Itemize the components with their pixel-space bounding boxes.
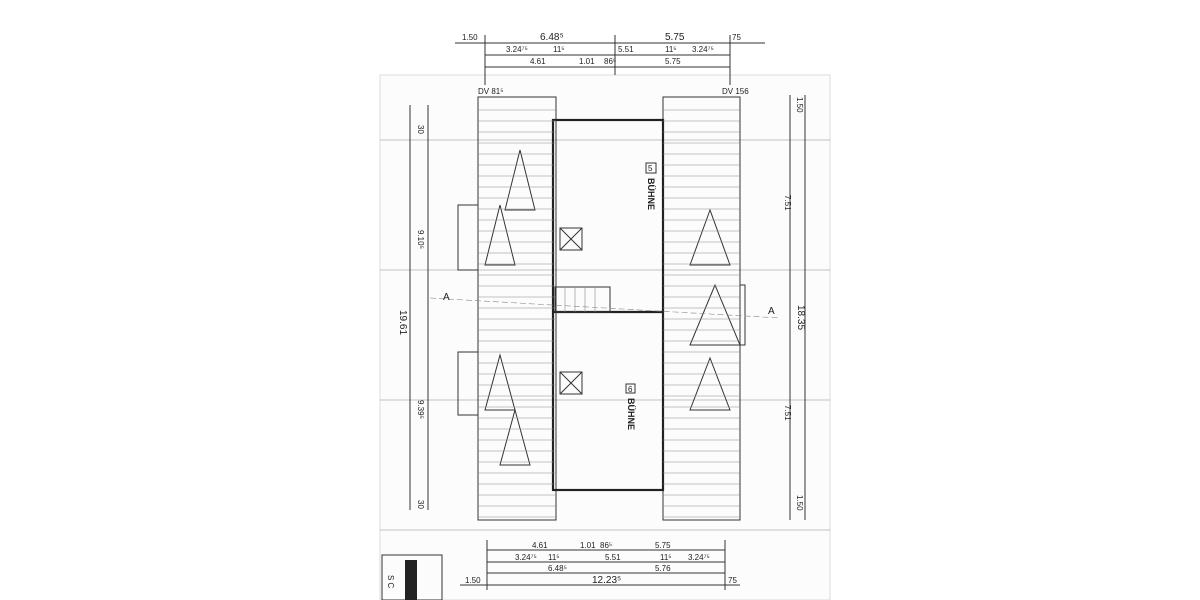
- central-core: 5 BÜHNE 6 BÜHNE: [551, 118, 665, 492]
- left-dimensions: 19.61 9.10⁵ 9.39⁵ 30 30: [397, 105, 429, 510]
- svg-text:1.01: 1.01: [580, 541, 596, 550]
- svg-text:1.50: 1.50: [795, 495, 804, 511]
- svg-text:75: 75: [732, 33, 741, 42]
- svg-text:3.24⁷⁵: 3.24⁷⁵: [506, 45, 528, 54]
- svg-text:86⁵: 86⁵: [604, 57, 616, 66]
- svg-text:86⁵: 86⁵: [600, 541, 612, 550]
- svg-text:5.75: 5.75: [665, 57, 681, 66]
- svg-text:3.24⁷⁵: 3.24⁷⁵: [692, 45, 714, 54]
- skylight-upper: [559, 227, 583, 251]
- skylight-lower: [559, 371, 583, 395]
- svg-text:9.39⁵: 9.39⁵: [416, 400, 425, 419]
- svg-text:A: A: [443, 292, 450, 303]
- svg-text:S C: S C: [386, 575, 395, 589]
- svg-text:11⁵: 11⁵: [665, 45, 677, 54]
- svg-text:5.76: 5.76: [655, 564, 671, 573]
- svg-text:30: 30: [416, 500, 425, 509]
- room-6-number: 6: [628, 385, 633, 394]
- svg-text:1.50: 1.50: [795, 97, 804, 113]
- svg-text:5.51: 5.51: [618, 45, 634, 54]
- svg-text:18.35: 18.35: [795, 305, 806, 330]
- svg-text:11⁵: 11⁵: [548, 553, 560, 562]
- top-dimensions: 1.50 6.48⁵ 5.75 75 3.24⁷⁵ 11⁵ 5.51 11⁵ 3…: [455, 32, 765, 85]
- svg-text:5.75: 5.75: [665, 32, 685, 43]
- svg-text:7.51: 7.51: [783, 405, 792, 421]
- svg-text:1.50: 1.50: [465, 576, 481, 585]
- left-roof-wing: DV 81⁵: [457, 87, 557, 521]
- svg-text:11⁵: 11⁵: [660, 553, 672, 562]
- widi-logo: [405, 560, 417, 600]
- svg-text:12.23⁵: 12.23⁵: [592, 575, 621, 586]
- svg-text:5.51: 5.51: [605, 553, 621, 562]
- right-dimensions: 1.50 7.51 18.35 7.51 1.50: [783, 95, 806, 520]
- room-5-name: BÜHNE: [646, 178, 656, 210]
- svg-text:4.61: 4.61: [532, 541, 548, 550]
- svg-text:7.51: 7.51: [783, 195, 792, 211]
- svg-text:1.01: 1.01: [579, 57, 595, 66]
- room-5-number: 5: [648, 164, 653, 173]
- svg-text:5.75: 5.75: [655, 541, 671, 550]
- svg-text:6.48⁵: 6.48⁵: [540, 32, 564, 43]
- paper-sheet: [379, 74, 831, 600]
- svg-text:75: 75: [728, 576, 737, 585]
- room-6-name: BÜHNE: [626, 398, 636, 430]
- svg-text:19.61: 19.61: [397, 310, 408, 335]
- svg-text:DV 81⁵: DV 81⁵: [478, 87, 504, 96]
- svg-text:9.10⁵: 9.10⁵: [416, 230, 425, 249]
- title-block: S C: [381, 554, 443, 600]
- svg-text:3.24⁷⁵: 3.24⁷⁵: [688, 553, 710, 562]
- bottom-dimensions: 4.61 1.01 86⁵ 5.75 3.24⁷⁵ 11⁵ 5.51 11⁵ 3…: [460, 540, 740, 590]
- section-marks: A A: [429, 292, 781, 319]
- svg-text:11⁵: 11⁵: [553, 45, 565, 54]
- svg-text:4.61: 4.61: [530, 57, 546, 66]
- stair: [554, 286, 611, 313]
- svg-text:30: 30: [416, 125, 425, 134]
- svg-text:1.50: 1.50: [462, 33, 478, 42]
- svg-text:6.48⁵: 6.48⁵: [548, 564, 567, 573]
- svg-text:A: A: [768, 306, 775, 317]
- svg-text:DV 156: DV 156: [722, 87, 749, 96]
- svg-text:3.24⁷⁵: 3.24⁷⁵: [515, 553, 537, 562]
